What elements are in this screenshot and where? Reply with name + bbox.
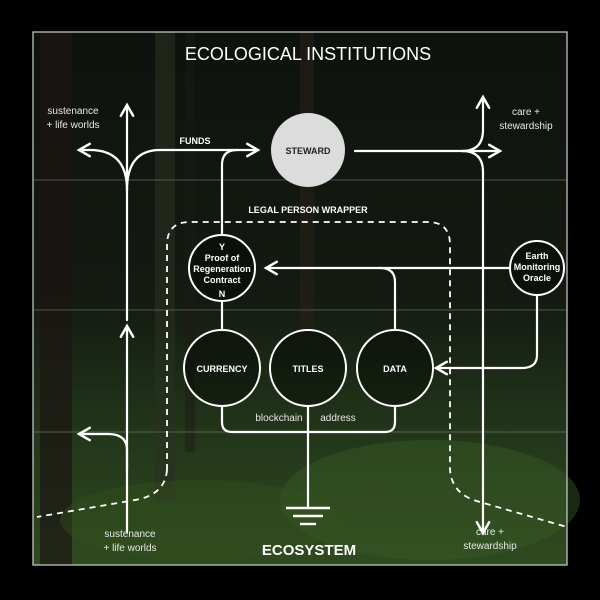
blockchain-label: blockchain	[255, 413, 302, 424]
steward-label: STEWARD	[286, 146, 332, 156]
proof-label-line1: Proof of	[205, 253, 240, 263]
address-label: address	[320, 413, 356, 424]
proof-no-label: N	[219, 289, 226, 299]
ground-icon	[286, 506, 330, 526]
currency-label: CURRENCY	[196, 364, 247, 374]
top-left-arrows	[76, 102, 261, 322]
ecosystem-label: ECOSYSTEM	[262, 542, 356, 559]
forest-background	[33, 32, 580, 565]
proof-label-line2: Regeneration	[193, 264, 251, 274]
oracle-label-line3: Oracle	[523, 273, 551, 283]
bottom-right-output-line1: care +	[476, 527, 504, 538]
frame-border	[32, 31, 568, 566]
bottom-left-output-line1: sustenance	[104, 529, 156, 540]
top-right-output-line2: stewardship	[499, 121, 553, 132]
legal-person-wrapper-boundary	[166, 221, 568, 528]
top-right-arrows	[353, 94, 503, 536]
oracle-label-line2: Monitoring	[514, 262, 561, 272]
steward-node	[271, 113, 345, 187]
bottom-right-output-line2: stewardship	[463, 541, 517, 552]
bottom-left-arrows	[76, 323, 135, 534]
data-label: DATA	[383, 364, 407, 374]
wrapper-boundary-left	[36, 469, 168, 518]
top-left-output-line2: + life worlds	[46, 120, 99, 131]
diagram-title: ECOLOGICAL INSTITUTIONS	[185, 44, 431, 64]
legal-person-wrapper-label: LEGAL PERSON WRAPPER	[248, 205, 368, 215]
oracle-label-line1: Earth	[525, 251, 548, 261]
top-right-output-line1: care +	[512, 107, 540, 118]
titles-label: TITLES	[293, 364, 324, 374]
proof-label-line3: Contract	[203, 275, 240, 285]
bottom-left-output-line2: + life worlds	[103, 543, 156, 554]
oracle-arrows	[263, 260, 539, 376]
proof-yes-label: Y	[219, 242, 225, 252]
funds-label: FUNDS	[180, 136, 211, 146]
top-left-output-line1: sustenance	[47, 106, 99, 117]
